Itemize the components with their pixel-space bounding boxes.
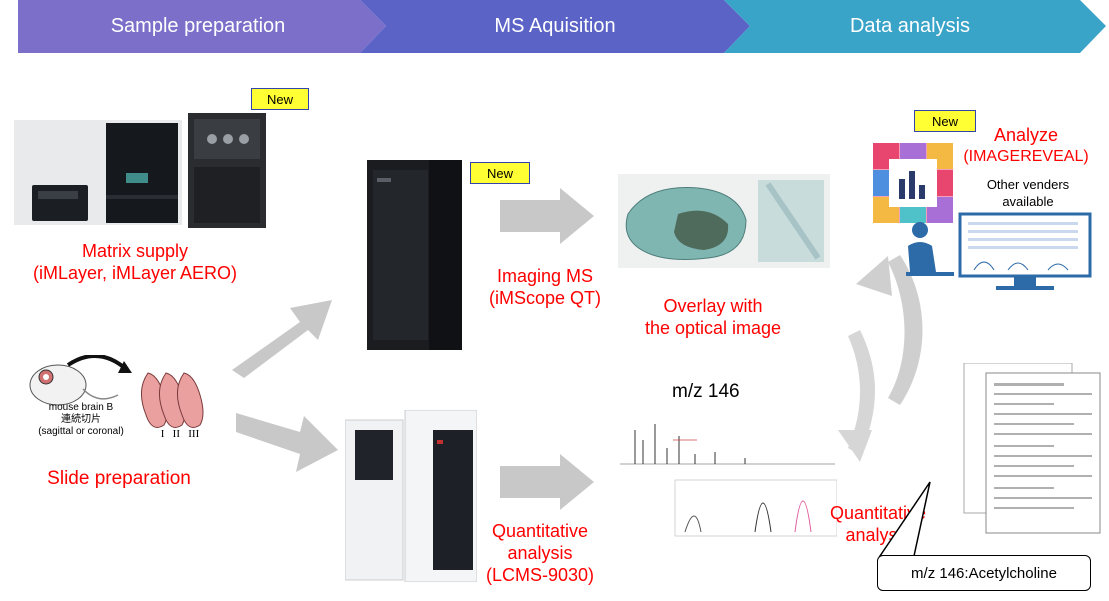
imaging-ms-label: Imaging MS (iMScope QT) — [470, 265, 620, 309]
other-vendors-line2: available — [1002, 194, 1054, 209]
mouse-caption-line1: mouse brain B — [48, 402, 114, 413]
acetylcholine-callout: m/z 146:Acetylcholine — [877, 555, 1091, 591]
stage-ms-label: MS Aquisition — [494, 15, 616, 37]
curve-arrowhead-top-icon — [856, 256, 892, 296]
imaging-ms-line1: Imaging MS — [496, 266, 594, 286]
imlayer-aero-device-image — [188, 113, 266, 228]
mouse-caption: mouse brain B 連続切片 (sagittal or coronal) — [26, 402, 136, 438]
spectrum-chromatogram-image — [620, 424, 837, 537]
curve-arrowhead-bottom-icon — [838, 430, 872, 462]
curve-arrow-left-icon — [848, 330, 875, 455]
quant-lcms-line2: analysis — [507, 543, 573, 563]
other-vendors-label: Other venders available — [968, 176, 1088, 210]
slide-prep-label: Slide preparation — [47, 468, 191, 489]
arrow-to-lcms-icon — [236, 413, 338, 472]
curve-arrow-right-icon — [888, 255, 923, 405]
callout-pointer — [878, 481, 931, 557]
mz-146-label: m/z 146 — [672, 381, 740, 402]
stage-data-label: Data analysis — [849, 15, 971, 37]
quant-lcms-line3: (LCMS-9030) — [485, 565, 595, 585]
matrix-supply-line2: (iMLayer, iMLayer AERO) — [32, 263, 238, 283]
mouse-brain-illustration — [29, 355, 204, 428]
imlayer-device-image — [14, 120, 182, 225]
imscope-device-image — [367, 160, 462, 350]
overlay-line1: Overlay with — [663, 296, 763, 316]
stage-sample-label: Sample preparation — [110, 15, 286, 37]
quant-right-line1: Quantitative — [829, 503, 927, 523]
new-badge-imscope: New — [470, 162, 530, 184]
overlay-label: Overlay with the optical image — [618, 295, 808, 339]
quant-lcms-line1: Quantitative — [491, 521, 589, 541]
new-badge-imagereveal: New — [914, 110, 976, 132]
other-vendors-line1: Other venders — [986, 177, 1070, 192]
arrow-right-top-icon — [500, 188, 594, 244]
matrix-supply-line1: Matrix supply — [81, 241, 189, 261]
arrow-to-imaging-icon — [232, 300, 332, 378]
imaging-ms-line2: (iMScope QT) — [488, 288, 602, 308]
new-badge-matrix: New — [251, 88, 309, 110]
analyze-line2: (IMAGEREVEAL) — [963, 148, 1089, 165]
arrow-right-bottom-icon — [500, 454, 594, 510]
mouse-caption-line3: (sagittal or coronal) — [38, 426, 124, 437]
analyze-line1: Analyze — [993, 125, 1059, 145]
report-documents-image — [963, 363, 1101, 534]
overlay-line2: the optical image — [644, 318, 782, 338]
mouse-caption-line2: 連続切片 — [61, 414, 101, 425]
analyze-label: Analyze (IMAGEREVEAL) — [960, 124, 1092, 168]
matrix-supply-label: Matrix supply (iMLayer, iMLayer AERO) — [10, 240, 260, 284]
optical-overlay-image — [618, 174, 830, 268]
stage-chevron-ms — [360, 0, 750, 53]
imagereveal-logo — [873, 143, 953, 223]
stage-banner — [18, 0, 1106, 53]
stage-chevron-data — [724, 0, 1106, 53]
pc-user-illustration — [906, 212, 1092, 290]
stage-chevron-sample — [18, 0, 386, 53]
quant-lcms-label: Quantitative analysis (LCMS-9030) — [470, 520, 610, 586]
section-roman-numerals: I II III — [160, 428, 200, 440]
lcms-device-image — [345, 410, 477, 582]
